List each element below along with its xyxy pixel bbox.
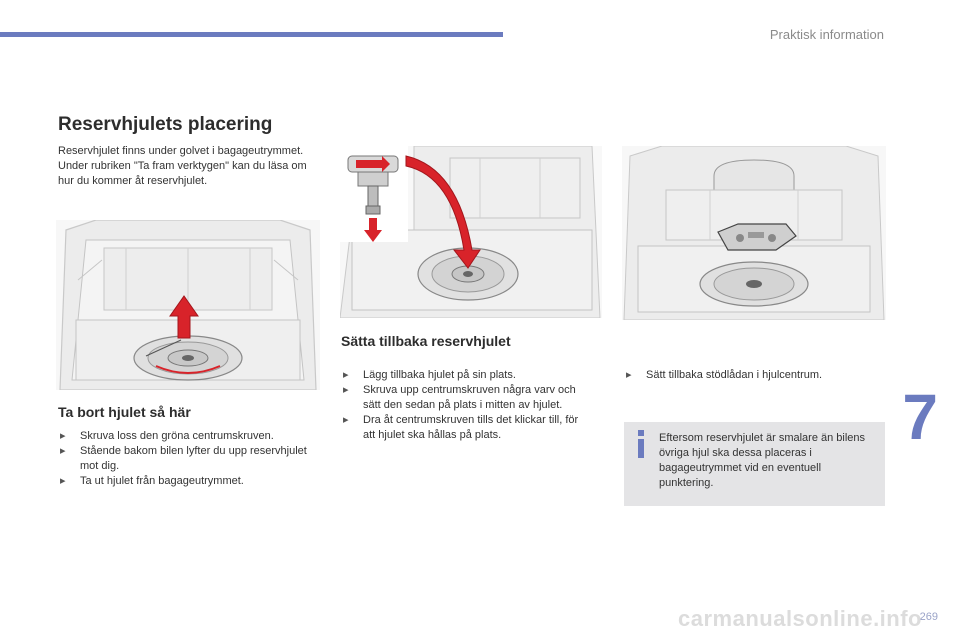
info-icon [638,430,644,458]
refit-section-title: Sätta tillbaka reservhjulet [341,333,511,349]
trunk-lift-wheel-illustration [56,220,320,390]
list-item: Sätt tillbaka stödlådan i hjulcentrum. [624,368,884,383]
intro-line-2: Under rubriken "Ta fram verktygen" kan d… [58,160,307,187]
intro-line-1: Reservhjulet finns under golvet i bagage… [58,145,304,157]
list-item: Dra åt centrumskruven tills det klickar … [341,413,591,443]
main-title: Reservhjulets placering [58,114,273,135]
list-item: Skruva upp centrumskruven några varv och… [341,383,591,413]
trunk-support-box-illustration [622,146,886,320]
trunk-refit-wheel-illustration [340,146,602,318]
list-item: Ta ut hjulet från bagageutrymmet. [58,474,318,489]
header-accent-bar [0,32,503,37]
right-steps-list: Sätt tillbaka stödlådan i hjulcentrum. [624,368,884,383]
page-number: 269 [919,611,938,623]
list-item: Skruva loss den gröna centrumskruven. [58,429,318,444]
section-name: Praktisk information [769,27,884,42]
remove-steps-list: Skruva loss den gröna centrumskruven. St… [58,429,318,489]
list-item: Stående bakom bilen lyfter du upp reserv… [58,444,318,474]
refit-steps-list: Lägg tillbaka hjulet på sin plats. Skruv… [341,368,591,443]
watermark: carmanualsonline.info [678,606,922,631]
list-item: Lägg tillbaka hjulet på sin plats. [341,368,591,383]
remove-section-title: Ta bort hjulet så här [58,404,191,420]
intro-text: Reservhjulet finns under golvet i bagage… [58,144,323,189]
info-box: Eftersom reservhjulet är smalare än bile… [624,422,885,506]
info-text: Eftersom reservhjulet är smalare än bile… [659,432,866,489]
chapter-number: 7 [902,381,938,453]
